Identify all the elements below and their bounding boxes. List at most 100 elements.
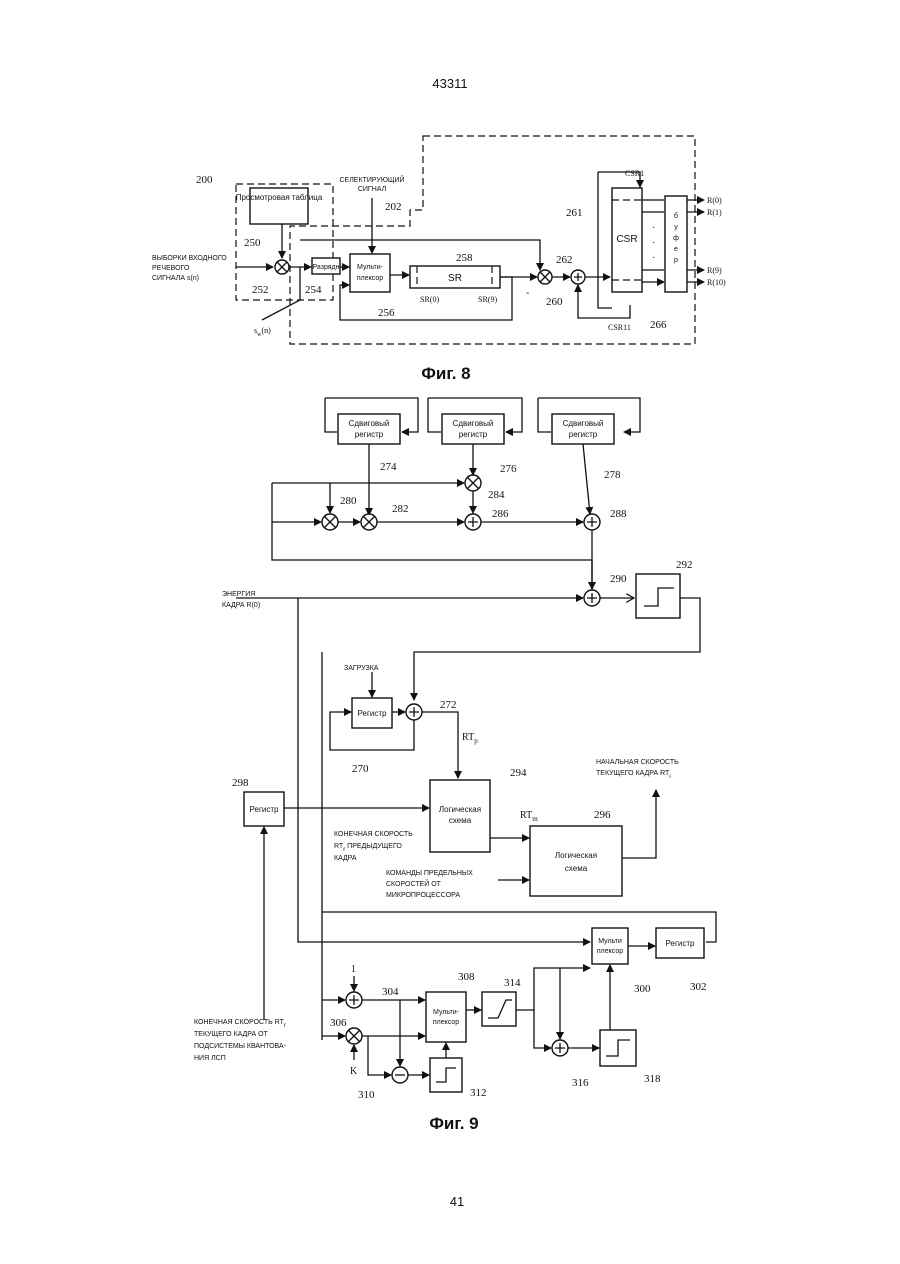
rtm-label: RTm	[520, 810, 538, 823]
buffer-block	[665, 196, 687, 292]
mux-label-line1: Мульти-	[357, 264, 384, 271]
ref-296: 296	[594, 809, 611, 821]
select-signal-line1: СЕЛЕКТИРУЮЩИЙ	[339, 175, 404, 184]
ref-298: 298	[232, 777, 249, 789]
ref-294: 294	[510, 767, 527, 779]
figure-8: Просмотровая таблица Разрядн Мульти- пле…	[152, 136, 726, 383]
input-label-line2: РЕЧЕВОГО	[152, 265, 190, 272]
svg-text:Сдвиговый: Сдвиговый	[349, 419, 390, 428]
decimator-label: Разрядн	[312, 264, 339, 271]
page-footer-number: 41	[450, 1194, 464, 1209]
ref-318: 318	[644, 1073, 661, 1085]
svg-text:ф: ф	[673, 235, 679, 242]
ref-280: 280	[340, 495, 357, 507]
svg-text:Мульти-: Мульти-	[433, 1009, 460, 1016]
svg-text:Сдвиговый: Сдвиговый	[453, 419, 494, 428]
mux-block-308	[426, 992, 466, 1042]
ref-262: 262	[556, 254, 573, 266]
svg-text:·: ·	[652, 222, 655, 233]
limiter-314	[482, 992, 516, 1026]
svg-text:Логическая: Логическая	[555, 851, 597, 860]
shift-register-276: Сдвиговый регистр	[428, 398, 522, 444]
ref-310: 310	[358, 1089, 375, 1101]
output-r10: R(10)	[707, 278, 726, 287]
mux-block-fig8	[350, 254, 390, 292]
output-r0: R(0)	[707, 196, 722, 205]
sr9-label: SR(9)	[478, 295, 497, 304]
svg-text:р: р	[674, 257, 678, 264]
svg-text:плексор: плексор	[597, 948, 623, 955]
energy-label-line1: ЭНЕРГИЯ	[222, 591, 255, 598]
sr0-label: SR(0)	[420, 295, 439, 304]
mux-block-300	[592, 928, 628, 964]
ref-274: 274	[380, 461, 397, 473]
svg-text:·: ·	[652, 237, 655, 248]
output-r1: R(1)	[707, 208, 722, 217]
ref-254: 254	[305, 284, 322, 296]
final-rate-line3: ПОДСИСТЕМЫ КВАНТОВА-	[194, 1043, 287, 1050]
svg-text:Регистр: Регистр	[250, 805, 279, 814]
ref-302: 302	[690, 981, 707, 993]
fig8-caption: Фиг. 8	[421, 364, 470, 383]
svg-text:Регистр: Регистр	[666, 939, 695, 948]
prev-rate-line3: КАДРА	[334, 855, 357, 862]
ref-288: 288	[610, 508, 627, 520]
final-rate-line4: НИЯ ЛСП	[194, 1055, 226, 1062]
csr-label: CSR	[616, 234, 637, 245]
select-signal-line2: СИГНАЛ	[358, 186, 387, 193]
svg-text:Регистр: Регистр	[358, 709, 387, 718]
csr11-label: CSR11	[608, 323, 631, 332]
logic-block-296	[530, 826, 622, 896]
lookup-table-label: Просмотровая таблица	[236, 193, 323, 202]
svg-text:плексор: плексор	[433, 1019, 459, 1026]
ref-278: 278	[604, 469, 621, 481]
ref-314: 314	[504, 977, 521, 989]
sw-label: sw(n)	[254, 326, 271, 338]
ref-304: 304	[382, 986, 399, 998]
mux-label-line2: плексор	[357, 275, 383, 282]
svg-text:схема: схема	[565, 864, 588, 873]
figure-9: Сдвиговый регистр Сдвиговый регистр Сдви…	[194, 398, 716, 1133]
shift-register-278: Сдвиговый регистр	[538, 398, 640, 444]
svg-text:регистр: регистр	[355, 430, 384, 439]
ref-290: 290	[610, 573, 627, 585]
ref-312: 312	[470, 1087, 487, 1099]
svg-text:·: ·	[652, 252, 655, 263]
csr1-label: CSR1	[625, 169, 644, 178]
sr-label: SR	[448, 273, 462, 284]
svg-text:у: у	[674, 224, 678, 231]
ref-260: 260	[546, 296, 563, 308]
prev-rate-line1: КОНЕЧНАЯ СКОРОСТЬ	[334, 831, 413, 838]
const-k: K	[350, 1066, 358, 1077]
svg-text:б: б	[674, 212, 678, 220]
rtp-label: RTp	[462, 732, 478, 745]
output-r9: R(9)	[707, 266, 722, 275]
start-rate-line1: НАЧАЛЬНАЯ СКОРОСТЬ	[596, 759, 679, 766]
input-label-line1: ВЫБОРКИ ВХОДНОГО	[152, 255, 227, 262]
page-header-number: 43311	[432, 76, 467, 91]
limit-line1: КОМАНДЫ ПРЕДЕЛЬНЫХ	[386, 870, 473, 877]
prev-rate-line2: RTr ПРЕДЫДУЩЕГО	[334, 843, 402, 853]
svg-text:е: е	[674, 246, 678, 253]
ref-258: 258	[456, 252, 473, 264]
ref-292: 292	[676, 559, 693, 571]
ref-300: 300	[634, 983, 651, 995]
ref-308: 308	[458, 971, 475, 983]
ref-266: 266	[650, 319, 667, 331]
svg-text:Логическая: Логическая	[439, 805, 481, 814]
ref-270: 270	[352, 763, 369, 775]
ref-284: 284	[488, 489, 505, 501]
shift-register-274: Сдвиговый регистр	[325, 398, 418, 444]
energy-label-line2: КАДРА R(0)	[222, 602, 260, 609]
svg-text:схема: схема	[449, 816, 472, 825]
ref-306: 306	[330, 1017, 347, 1029]
ref-316: 316	[572, 1077, 589, 1089]
input-label-line3: СИГНАЛА s(n)	[152, 275, 199, 282]
load-label: ЗАГРУЗКА	[344, 665, 379, 672]
final-rate-line2: ТЕКУЩЕГО КАДРА ОТ	[194, 1031, 269, 1038]
svg-text:регистр: регистр	[459, 430, 488, 439]
ref-282: 282	[392, 503, 409, 515]
ref-276: 276	[500, 463, 517, 475]
ref-261: 261	[566, 207, 583, 219]
